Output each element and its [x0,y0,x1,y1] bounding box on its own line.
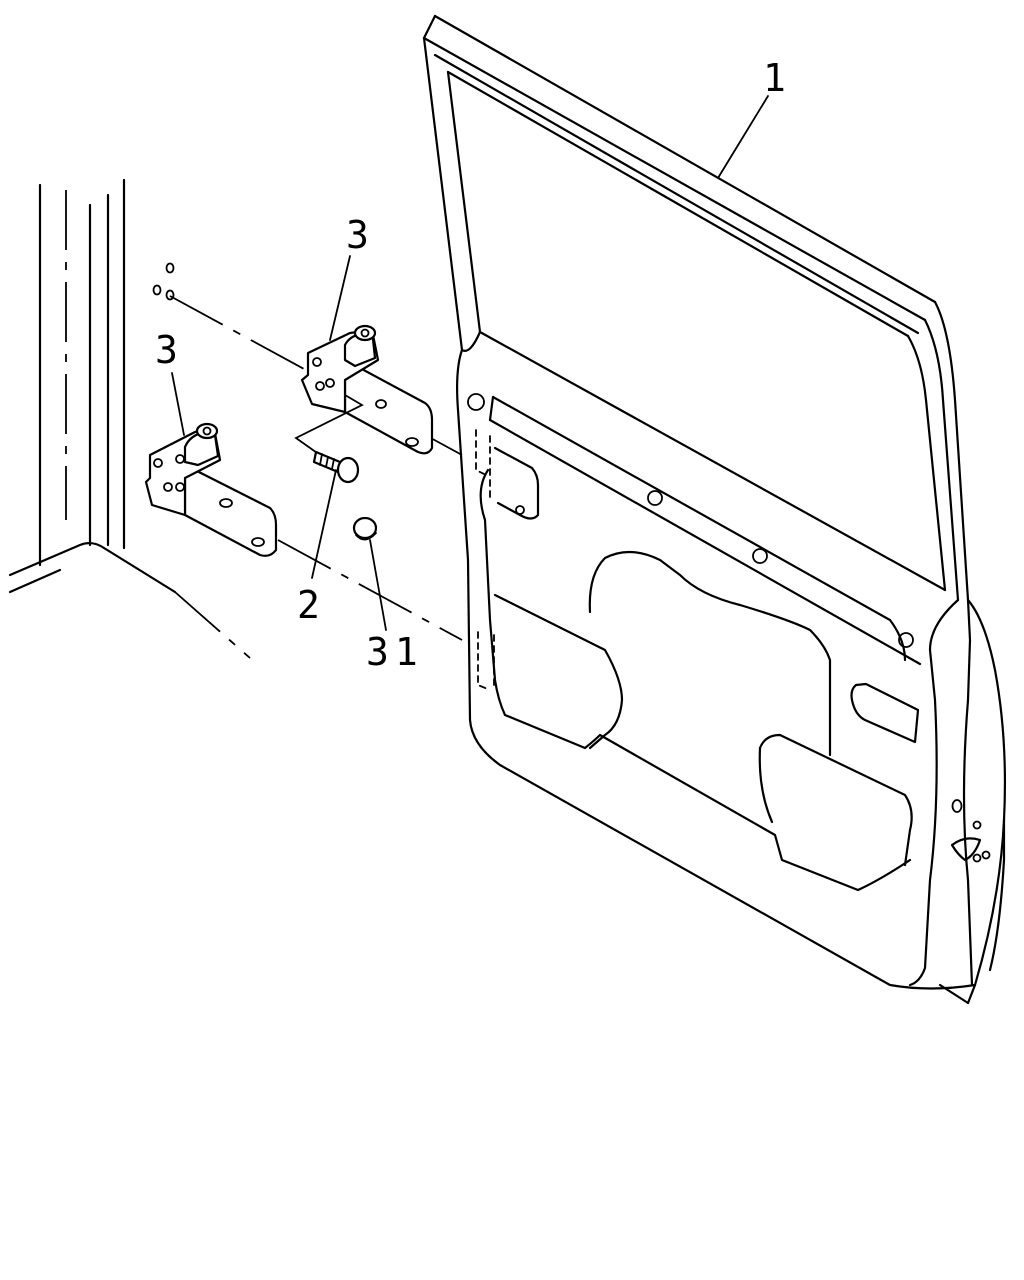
callout-lower-hinge: 3 [155,328,178,372]
upper-hinge [294,324,434,456]
callout-upper-hinge: 3 [346,213,369,257]
callout-plug: 31 [366,630,424,674]
door-panel [422,14,1007,1005]
callout-bolt: 2 [297,583,320,627]
body-pillar [8,178,251,659]
lower-hinge [144,422,278,557]
callout-door-panel: 1 [763,56,786,100]
leader-lines [171,95,769,631]
bolt [312,450,360,484]
pillar-holes [152,262,175,301]
plug [352,516,378,541]
